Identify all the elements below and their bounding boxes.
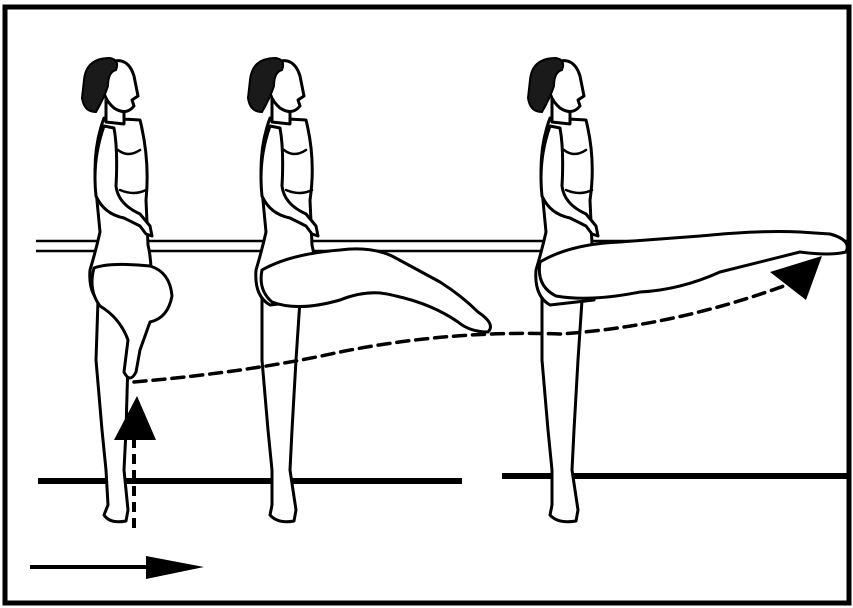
dancer-figure-developpe-half bbox=[248, 58, 490, 522]
dancer-figure-passe bbox=[82, 58, 172, 522]
foot-path-dashed-line bbox=[134, 280, 800, 382]
arrowhead-icon bbox=[770, 256, 822, 300]
right-arrow-icon bbox=[30, 556, 204, 579]
floor-line bbox=[38, 476, 848, 481]
